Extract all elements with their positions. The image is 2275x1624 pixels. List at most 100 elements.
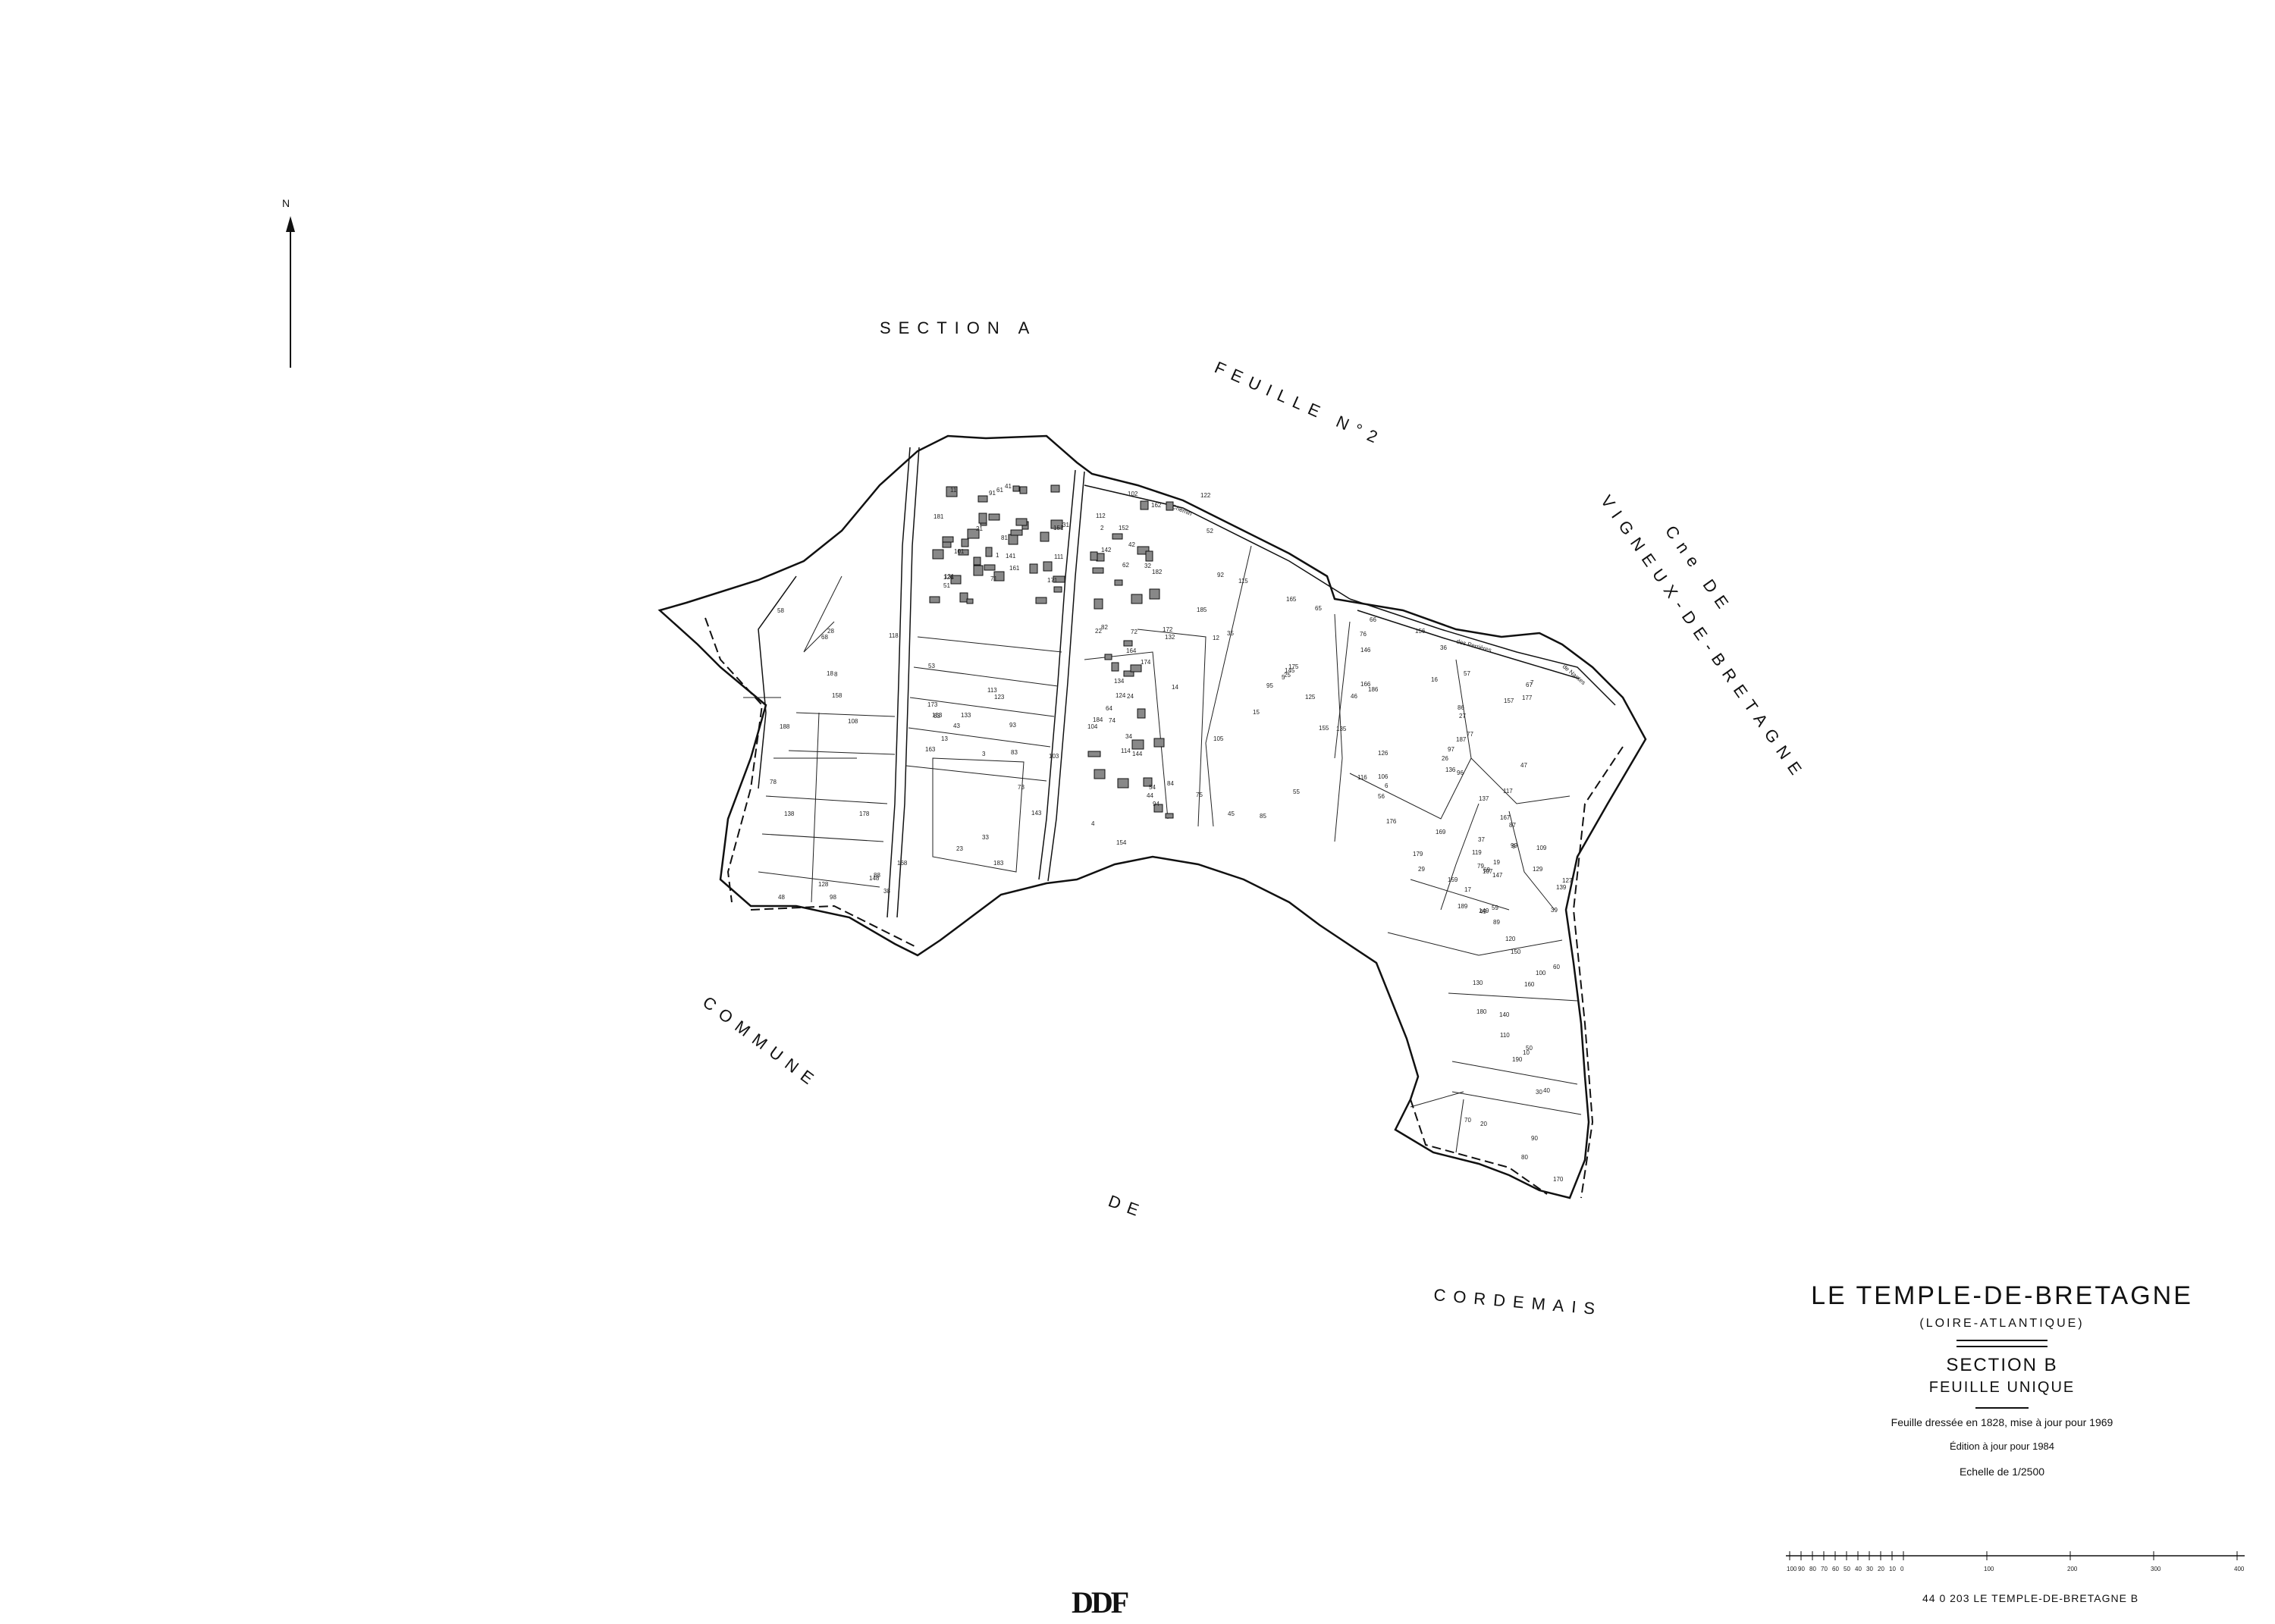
building (961, 538, 969, 547)
building (1112, 533, 1123, 540)
parcel-number: 52 (1207, 528, 1213, 535)
parcel-number: 143 (1031, 810, 1042, 817)
parcel-number: 11 (950, 487, 957, 494)
parcel-number: 118 (889, 632, 899, 639)
building (958, 549, 969, 556)
building (1140, 500, 1149, 510)
parcel-number: 63 (934, 713, 940, 720)
parcel-number: 175 (1288, 663, 1299, 670)
building (1087, 751, 1101, 757)
parcel-number: 153 (932, 712, 943, 719)
origin-note: Feuille dressée en 1828, mise à jour pou… (1891, 1416, 2113, 1428)
building (1050, 519, 1063, 529)
parcel-number: 76 (1360, 631, 1367, 638)
parcel-number: 117 (1503, 788, 1513, 795)
parcel-number: 159 (1448, 876, 1458, 883)
parcel-number: 100 (1536, 970, 1546, 977)
parcel-number: 158 (832, 692, 843, 699)
parcel-number: 10 (1523, 1049, 1530, 1056)
building (1166, 501, 1174, 511)
parcel-number: 17 (1464, 886, 1471, 893)
parcel-number: 122 (1200, 492, 1211, 499)
parcel-number: 4 (1091, 820, 1095, 827)
scale-tick-label: 90 (1798, 1566, 1805, 1572)
parcel-number: 60 (1553, 964, 1560, 970)
parcel-number: 164 (1126, 647, 1137, 654)
building (1117, 778, 1129, 788)
road-label-chemin: Chemin (1171, 503, 1193, 518)
label-vigneux: VIGNEUX-DE-BRETAGNE (1597, 492, 1810, 785)
department-subtitle: (LOIRE-ATLANTIQUE) (1919, 1317, 2085, 1330)
scale-tick-label: 40 (1855, 1566, 1862, 1572)
parcel-number: 149 (1479, 908, 1489, 914)
scale-tick-label: 0 (1900, 1566, 1904, 1572)
building (1123, 640, 1133, 647)
parcel-number: 107 (1483, 868, 1493, 875)
parcel-number: 179 (1413, 851, 1423, 857)
building (966, 598, 974, 604)
parcel-number: 50 (1526, 1045, 1533, 1052)
parcel-number: 31 (1062, 522, 1069, 528)
parcel-number: 15 (1253, 709, 1260, 716)
parcel-number: 45 (1228, 810, 1235, 817)
building (1123, 670, 1134, 677)
double-rule (1956, 1340, 2048, 1347)
road-label-perrieres: des Perrières (1455, 638, 1492, 654)
parcel-number: 188 (780, 723, 790, 730)
parcel-number: 26 (1442, 755, 1448, 762)
parcel-number: 85 (1260, 813, 1266, 820)
scale-text: Echelle de 1/2500 (1959, 1466, 2045, 1478)
parcel-number: 97 (1448, 746, 1454, 753)
building (1094, 598, 1103, 610)
parcel-number: 129 (1533, 866, 1543, 873)
parcel-number: 59 (1492, 904, 1498, 911)
parcel-number: 168 (897, 860, 908, 867)
building (1130, 664, 1142, 672)
section-boundary (657, 434, 1647, 1199)
parcel-number: 125 (1305, 694, 1316, 701)
sheet-title: FEUILLE UNIQUE (1928, 1379, 2076, 1396)
parcel-number: 2 (1100, 525, 1104, 531)
parcel-number: 190 (1512, 1056, 1523, 1063)
parcel-number: 22 (1095, 628, 1102, 635)
parcel-number: 28 (827, 628, 834, 635)
parcel-number: 78 (770, 779, 777, 785)
parcel-number: 54 (1149, 784, 1156, 791)
building (973, 565, 984, 576)
section-title: SECTION B (1946, 1355, 2058, 1375)
parcel-number: 114 (1121, 748, 1131, 754)
parcel-number: 132 (1165, 634, 1175, 641)
parcel-number: 101 (954, 548, 965, 555)
parcel-number: 183 (993, 860, 1004, 867)
parcel-number: 7 (1530, 679, 1534, 686)
building (1145, 550, 1153, 562)
parcel-number: 34 (1125, 733, 1132, 740)
parcel-number: 89 (1493, 919, 1500, 926)
building (950, 575, 962, 585)
parcel-number: 43 (953, 723, 960, 729)
parcel-number: 84 (1167, 780, 1174, 787)
parcel-number: 53 (928, 663, 935, 669)
building (1111, 662, 1119, 672)
building (1092, 567, 1104, 574)
parcel-number: 77 (1467, 731, 1473, 738)
parcel-number: 174 (1141, 659, 1151, 666)
parcel-number: 138 (784, 810, 795, 817)
parcel-number: 51 (943, 582, 950, 589)
parcel-number: 25 (1284, 672, 1291, 679)
parcel-number: 115 (1238, 578, 1248, 585)
parcel-number: 127 (1562, 877, 1573, 884)
scale-tick-label: 100 (1984, 1566, 1994, 1572)
parcel-number: 48 (778, 894, 785, 901)
parcel-number: 71 (990, 575, 997, 582)
parcel-number: 123 (994, 694, 1005, 701)
parcel-number: 42 (1128, 541, 1135, 548)
parcel-number: 81 (1001, 535, 1008, 541)
parcel-number: 135 (1336, 726, 1347, 732)
parcel-number: 66 (1370, 616, 1376, 623)
title-block: LE TEMPLE-DE-BRETAGNE (LOIRE-ATLANTIQUE)… (1767, 1281, 2237, 1478)
building (1008, 534, 1018, 545)
building (1104, 654, 1112, 660)
